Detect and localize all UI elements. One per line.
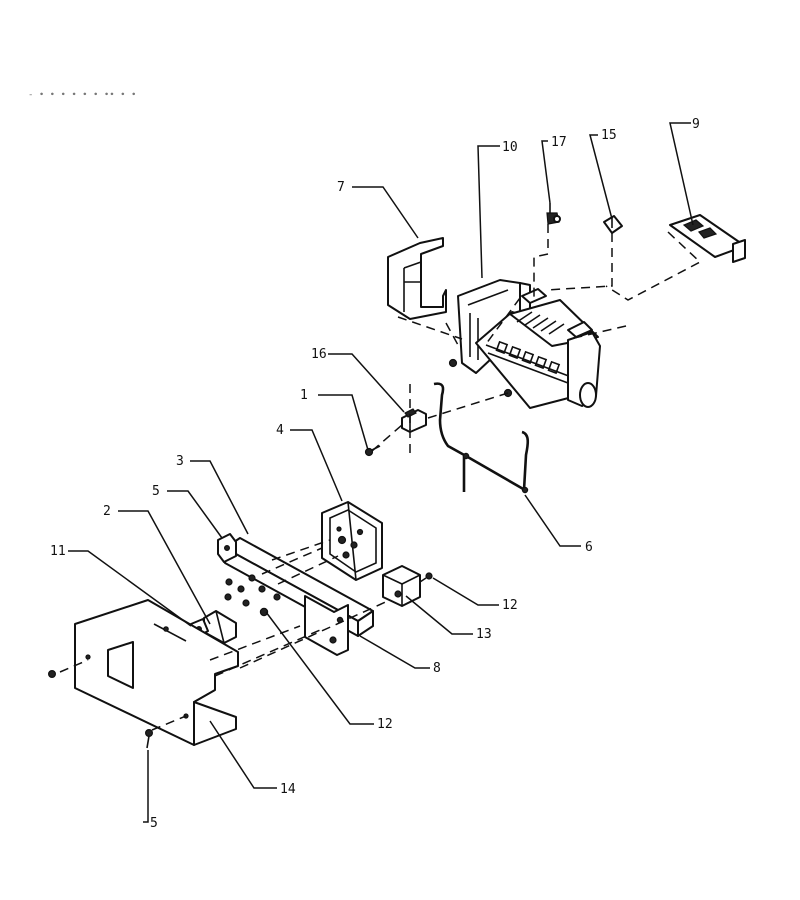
- plate-screws: [224, 574, 281, 617]
- callout-13: 13: [476, 627, 492, 642]
- callout-9: 9: [692, 117, 700, 132]
- callout-3: 3: [176, 454, 184, 469]
- callout-2: 2: [103, 504, 111, 519]
- callout-4: 4: [276, 423, 284, 438]
- part-5-screw-lower: [145, 728, 154, 749]
- part-6-wire-harness: [433, 382, 530, 494]
- callout-6: 6: [585, 540, 593, 555]
- callout-12-right: 12: [502, 598, 518, 613]
- callout-15: 15: [601, 128, 617, 143]
- part-9-bracket: [669, 214, 746, 263]
- part-4-motor-module: [321, 501, 383, 581]
- callout-17: 17: [551, 135, 567, 150]
- callout-12-lower: 12: [377, 717, 393, 732]
- callout-1: 1: [300, 388, 308, 403]
- part-3-mounting-plate: [224, 537, 374, 656]
- callout-11: 11: [50, 544, 66, 559]
- part-14-lower-housing: [74, 599, 239, 746]
- callout-7: 7: [337, 180, 345, 195]
- callout-16: 16: [311, 347, 327, 362]
- ejector-fingers: [516, 311, 565, 335]
- part-12-screw-right: [419, 572, 433, 583]
- part-16-bracket: [401, 408, 427, 433]
- callout-10: 10: [502, 140, 518, 155]
- callout-8: 8: [433, 661, 441, 676]
- part-7-cover: [387, 237, 447, 320]
- callout-numbers: 1 2 3 4 5 5 6 7 8 9 10 11 12 12 13 14 15…: [50, 117, 700, 831]
- leader-lines: [68, 122, 694, 823]
- header-mark: - ∙ ∙ ∙ ∙ ∙ ∙ ∙∙ ∙ ∙: [28, 90, 136, 100]
- callout-5-lower: 5: [150, 816, 158, 831]
- part-5-clip-upper: [217, 533, 237, 563]
- part-10-ice-maker: [448, 279, 601, 409]
- ice-mold-cells: [495, 340, 561, 375]
- callout-5-upper: 5: [152, 484, 160, 499]
- callout-14: 14: [280, 782, 296, 797]
- alignment-lines: [59, 224, 702, 731]
- part-15-clip: [603, 215, 623, 234]
- housing-side-screw: [47, 669, 56, 678]
- part-17-fastener: [546, 203, 561, 225]
- part-13-switch-box: [382, 565, 421, 607]
